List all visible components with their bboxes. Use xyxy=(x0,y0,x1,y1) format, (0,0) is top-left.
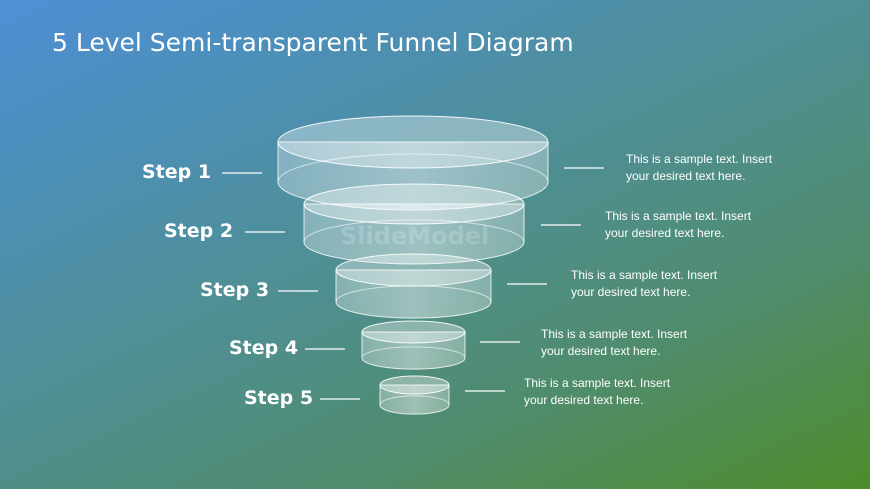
step-4-description-line2: your desired text here. xyxy=(541,344,661,358)
slide-title: 5 Level Semi-transparent Funnel Diagram xyxy=(52,28,574,57)
step-2-description: This is a sample text. Insert your desir… xyxy=(605,208,785,242)
step-5-description-line2: your desired text here. xyxy=(524,393,644,407)
step-1-label: Step 1 xyxy=(142,161,212,183)
step-2-description-line1: This is a sample text. Insert xyxy=(605,209,752,223)
step-2-description-line2: your desired text here. xyxy=(605,226,725,240)
funnel-level-5 xyxy=(379,375,450,415)
step-1-description-line2: your desired text here. xyxy=(626,169,746,183)
step-3-label: Step 3 xyxy=(200,279,270,301)
step-3-description-line2: your desired text here. xyxy=(571,285,691,299)
step-5-description-line1: This is a sample text. Insert xyxy=(524,376,671,390)
step-1-description: This is a sample text. Insert your desir… xyxy=(626,151,806,185)
step-3-description: This is a sample text. Insert your desir… xyxy=(571,267,751,301)
watermark-logo: SlideModel xyxy=(340,222,490,250)
step-5-label: Step 5 xyxy=(244,387,314,409)
funnel-level-4 xyxy=(361,320,466,370)
funnel-level-1 xyxy=(277,115,549,211)
step-3-description-line1: This is a sample text. Insert xyxy=(571,268,718,282)
step-2-label: Step 2 xyxy=(164,220,234,242)
step-1-description-line1: This is a sample text. Insert xyxy=(626,152,773,166)
step-5-description: This is a sample text. Insert your desir… xyxy=(524,375,704,409)
step-4-description: This is a sample text. Insert your desir… xyxy=(541,326,721,360)
step-4-label: Step 4 xyxy=(229,337,299,359)
step-4-description-line1: This is a sample text. Insert xyxy=(541,327,688,341)
